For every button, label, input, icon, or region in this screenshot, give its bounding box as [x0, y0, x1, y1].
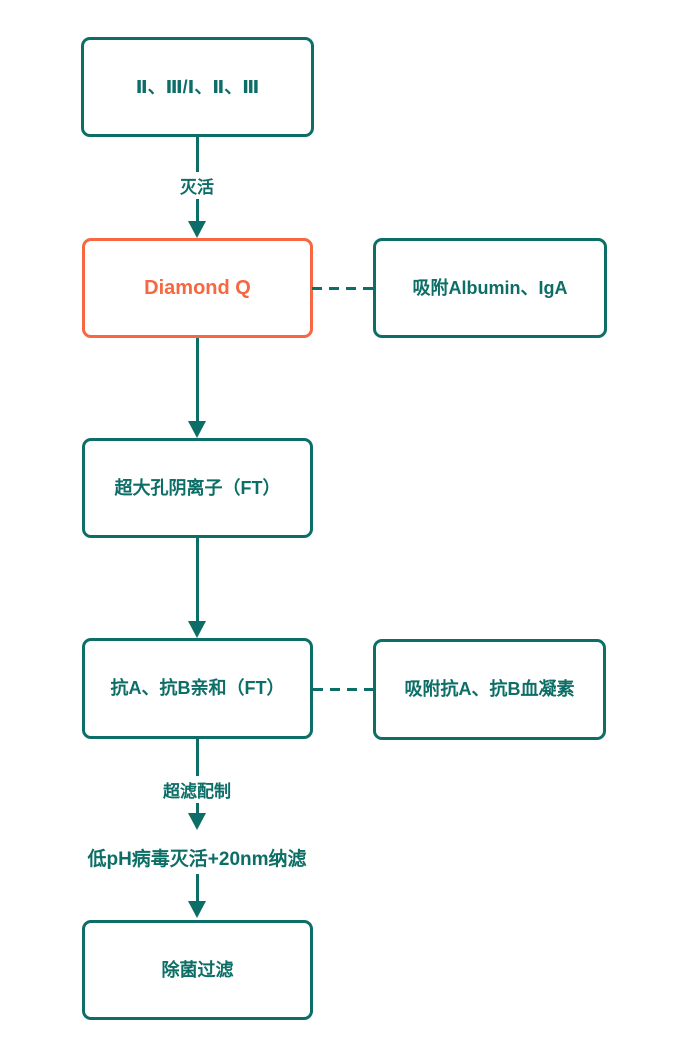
flow-node-sterile: 除菌过滤 [82, 920, 313, 1020]
flow-node-affinity: 抗A、抗B亲和（FT） [82, 638, 313, 739]
flow-node-affinity-label: 抗A、抗B亲和（FT） [110, 678, 285, 699]
connector-line [195, 538, 199, 621]
arrow-down-icon [188, 221, 206, 238]
flow-node-adsorb-albumin-label: 吸附Albumin、IgA [412, 277, 568, 298]
flow-node-diamond-q-label: Diamond Q [144, 276, 251, 299]
flow-node-diamond-q: Diamond Q [82, 238, 313, 338]
flow-node-start-label: Ⅱ、Ⅲ/Ⅰ、Ⅱ、Ⅲ [135, 76, 260, 97]
arrow-down-icon [188, 901, 206, 918]
dashed-connector-line [313, 688, 373, 691]
edge-label-inactivation: 灭活 [176, 172, 218, 199]
arrow-down-icon [188, 421, 206, 438]
edge-label-ultrafiltration: 超滤配制 [159, 776, 235, 803]
flow-node-adsorb-hemagglutinin: 吸附抗A、抗B血凝素 [373, 639, 606, 740]
flow-text-node-low-ph: 低pH病毒灭活+20nm纳滤 [83, 843, 311, 872]
arrow-down-icon [188, 621, 206, 638]
flow-node-adsorb-albumin: 吸附Albumin、IgA [373, 238, 607, 338]
flow-node-adsorb-hemagglutinin-label: 吸附抗A、抗B血凝素 [404, 679, 575, 700]
connector-line [195, 338, 199, 421]
arrow-down-icon [188, 813, 206, 830]
flow-node-sterile-label: 除菌过滤 [161, 959, 234, 980]
flow-node-anion: 超大孔阴离子（FT） [82, 438, 313, 538]
flow-node-start: Ⅱ、Ⅲ/Ⅰ、Ⅱ、Ⅲ [81, 37, 314, 137]
dashed-connector-line [312, 287, 373, 290]
connector-line [195, 874, 199, 902]
flow-node-anion-label: 超大孔阴离子（FT） [114, 477, 281, 498]
